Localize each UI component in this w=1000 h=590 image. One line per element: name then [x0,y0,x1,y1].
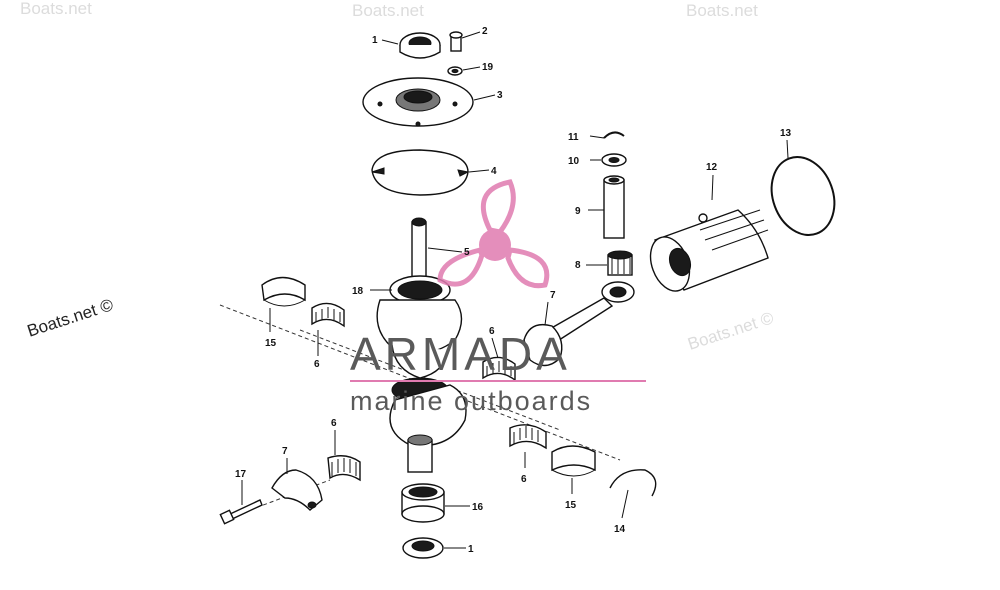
callout-number: 15 [565,500,577,511]
part-crankshaft [376,217,467,473]
part-piston-ring [770,156,836,236]
propeller-icon [479,229,511,261]
watermark-right: Boats.net © [685,308,776,354]
part-retaining-clip [603,131,625,139]
bearing-axis-line [299,329,561,431]
part-needle-bearing-lower-right [509,424,547,450]
callout-number: 16 [472,502,484,513]
callout-number: 8 [575,260,581,271]
callout-number: 1 [372,35,378,46]
part-washer [447,66,463,76]
brand-name: ARMADA [350,328,571,380]
part-oil-seal-bottom [402,537,444,559]
callout-number: 12 [706,162,718,173]
callout-number: 1 [468,544,474,555]
callout-number: 6 [314,359,320,370]
brand-underline [350,380,646,382]
callout-number: 5 [464,247,470,258]
callout-number: 6 [521,474,527,485]
watermark-faint: Boats.net [686,1,758,20]
part-roller-bearing [401,483,445,523]
part-needle-bearing-center [482,356,516,382]
callout-number: 19 [482,62,494,73]
brand-logo [437,179,550,289]
callout-number: 17 [235,469,247,480]
part-oil-seal-top [399,32,441,59]
watermark-faint: Boats.net [352,1,424,20]
callout-number: 4 [491,166,497,177]
callout-number: 14 [614,524,626,535]
crank-axis-line [219,304,621,461]
brand-tagline: marine outboards [350,386,592,416]
callout-number: 11 [568,132,579,143]
part-gasket [371,149,470,196]
callout-number: 10 [568,156,580,167]
part-retainer-plate [362,77,474,127]
callout-number: 7 [282,446,288,457]
callout-number: 18 [352,286,364,297]
callout-number: 13 [780,128,792,139]
part-connecting-rod [523,281,635,367]
callout-number: 3 [497,90,503,101]
part-wrist-pin [603,175,625,239]
watermark-main: Boats.net © [25,295,116,341]
callout-numbers: 1 2 19 3 4 5 18 15 6 6 7 11 10 9 8 12 13… [235,26,792,555]
callout-number: 2 [482,26,488,37]
part-bearing-half-right [551,445,596,477]
part-needle-bearing-left [311,302,345,328]
part-retaining-ring [609,469,657,497]
part-bearing-half-left [261,276,306,307]
callout-leaders [241,31,789,549]
watermark-faint: Boats.net [20,0,92,18]
callout-number: 6 [331,418,337,429]
part-needle-bearing-lower-left [327,455,361,482]
part-wrist-pin-bearing [607,250,633,276]
part-screw [449,31,463,52]
callout-number: 9 [575,206,581,217]
part-rod-bolt [219,499,263,525]
callout-number: 6 [489,326,495,337]
part-piston [649,209,769,292]
part-thrust-washer [601,153,627,167]
callout-number: 7 [550,290,556,301]
part-rod-cap [271,469,323,511]
callout-number: 15 [265,338,277,349]
